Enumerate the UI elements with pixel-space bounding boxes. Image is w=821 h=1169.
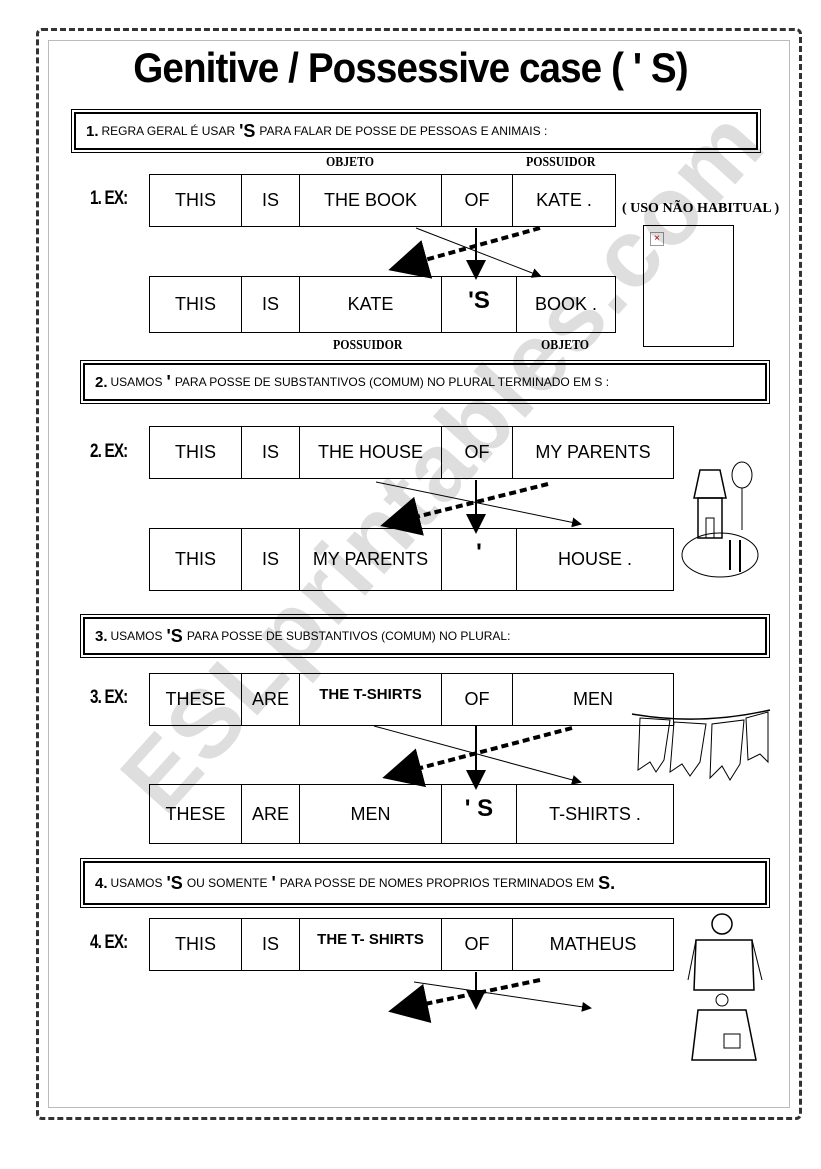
clothesline-illustration [631, 709, 771, 781]
house-illustration [681, 461, 759, 578]
possessive-mark: 'S [239, 120, 256, 141]
rule-text: USAMOS [110, 876, 163, 890]
possessive-mark: ' [166, 371, 171, 392]
possessive-cell: ' [442, 529, 517, 590]
broken-image-placeholder: × [643, 225, 734, 347]
example-4-top-row: THIS IS THE T- SHIRTS OF MATHEUS [149, 918, 674, 971]
example-1-bottom-row: THIS IS KATE 'S BOOK . [149, 276, 616, 333]
caption-possuidor: POSSUIDOR [333, 338, 403, 353]
word-cell: KATE . [536, 190, 592, 210]
example-label: 3. EX: [90, 687, 128, 708]
word-cell: THIS [150, 529, 242, 590]
rule-1-box: 1. REGRA GERAL É USAR 'S PARA FALAR DE P… [74, 112, 758, 150]
word-cell: IS [242, 427, 300, 478]
rule-number: 2. [95, 373, 108, 391]
rule-text: PARA POSSE DE SUBSTANTIVOS (COMUM) NO PL… [186, 629, 511, 643]
word-cell: OF [442, 674, 513, 725]
word-cell: MY PARENTS [300, 529, 442, 590]
caption-possuidor: POSSUIDOR [526, 155, 596, 170]
page-title: Genitive / Possessive case ( ' S) [133, 44, 688, 91]
word-cell: OF [442, 919, 513, 970]
word-cell: T-SHIRTS . [549, 803, 641, 824]
rule-text: USAMOS [110, 629, 163, 643]
word-cell: THE T-SHIRTS [300, 674, 442, 725]
word-cell: ARE [242, 674, 300, 725]
possessive-cell: ' S [442, 785, 517, 843]
word-cell: MY PARENTS [535, 442, 651, 462]
rule-text: USAMOS [110, 375, 163, 389]
rule-3-box: 3. USAMOS 'S PARA POSSE DE SUBSTANTIVOS … [83, 617, 767, 655]
rule-number: 3. [95, 627, 108, 645]
rule-text: PARA FALAR DE POSSE DE PESSOAS E ANIMAIS… [259, 124, 548, 138]
rule-number: 4. [95, 874, 108, 892]
word-cell: ARE [242, 785, 300, 843]
word-cell: IS [242, 919, 300, 970]
rule-text: PARA POSSE DE NOMES PROPRIOS TERMINADOS … [279, 876, 595, 890]
example-2-top-row: THIS IS THE HOUSE OF MY PARENTS [149, 426, 674, 479]
word-cell: MEN [573, 689, 613, 709]
possessive-mark: S. [598, 872, 616, 893]
rule-text: PARA POSSE DE SUBSTANTIVOS (COMUM) NO PL… [174, 375, 610, 389]
word-cell: THIS [150, 277, 242, 332]
inner-border [48, 40, 790, 1108]
example-1-top-row: THIS IS THE BOOK OF KATE . [149, 174, 616, 227]
word-cell: THIS [150, 175, 242, 226]
caption-objeto: OBJETO [326, 155, 375, 170]
word-cell: OF [442, 427, 513, 478]
word-cell: THESE [150, 785, 242, 843]
word-cell: THIS [150, 427, 242, 478]
word-cell: IS [242, 175, 300, 226]
word-cell: MEN [300, 785, 442, 843]
possessive-mark: ' [271, 872, 276, 893]
word-cell: HOUSE . [557, 549, 632, 569]
possessive-cell: 'S [442, 277, 517, 332]
caption-objeto: OBJETO [541, 338, 590, 353]
word-cell: MATHEUS [549, 934, 637, 954]
man-tshirt-illustration [687, 913, 763, 1061]
rule-4-box: 4. USAMOS 'S OU SOMENTE ' PARA POSSE DE … [83, 861, 767, 905]
page-border [36, 28, 802, 1120]
word-cell: THESE [150, 674, 242, 725]
example-label: 4. EX: [90, 932, 128, 953]
word-cell: KATE [300, 277, 442, 332]
broken-image-icon: × [650, 232, 664, 246]
word-cell: THE T- SHIRTS [300, 919, 442, 970]
possessive-mark: 'S [166, 872, 183, 893]
word-cell: BOOK . [534, 294, 597, 314]
example-label: 1. EX: [90, 188, 128, 209]
uso-nao-habitual-label: ( USO NÃO HABITUAL ) [622, 201, 780, 216]
rule-text: REGRA GERAL É USAR [101, 124, 236, 138]
word-cell: THE BOOK [300, 175, 442, 226]
possessive-mark: 'S [166, 625, 183, 646]
word-cell: THE HOUSE [300, 427, 442, 478]
example-label: 2. EX: [90, 441, 128, 462]
word-cell: IS [242, 277, 300, 332]
rule-number: 1. [86, 122, 99, 140]
word-cell: THIS [150, 919, 242, 970]
rule-text: OU SOMENTE [186, 876, 268, 890]
example-3-top-row: THESE ARE THE T-SHIRTS OF MEN [149, 673, 674, 726]
rule-2-box: 2. USAMOS ' PARA POSSE DE SUBSTANTIVOS (… [83, 363, 767, 401]
word-cell: IS [242, 529, 300, 590]
word-cell: OF [442, 175, 513, 226]
